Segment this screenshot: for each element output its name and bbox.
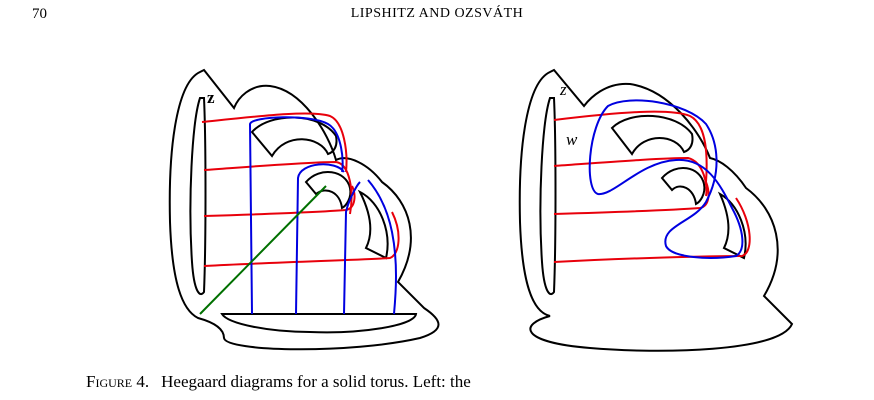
caption-text: Heegaard diagrams for a solid torus. Lef… bbox=[161, 372, 471, 391]
bottom-handle-slot bbox=[220, 313, 418, 334]
left-heegaard-diagram: z bbox=[160, 62, 460, 352]
alpha-curve-1 bbox=[201, 112, 348, 173]
right-crescent bbox=[357, 189, 389, 260]
surface-outline bbox=[518, 68, 794, 352]
right-basepoint-z: z bbox=[560, 80, 567, 99]
caption-label: Figure 4. bbox=[86, 372, 150, 391]
left-basepoint-z: z bbox=[207, 88, 215, 107]
alpha-curve-2 bbox=[553, 156, 708, 197]
right-diagram-svg bbox=[518, 68, 794, 352]
beta-curve-2 bbox=[295, 163, 345, 315]
upper-crescent bbox=[610, 115, 694, 156]
page-number: 70 bbox=[32, 6, 47, 22]
alpha-curve-2 bbox=[203, 160, 353, 215]
diagonal-arc bbox=[199, 185, 327, 315]
beta-curve-4 bbox=[367, 179, 397, 315]
right-basepoint-w: w bbox=[566, 130, 578, 149]
middle-crescent bbox=[660, 166, 706, 206]
beta-curve-1 bbox=[248, 116, 344, 315]
right-crescent bbox=[717, 191, 747, 260]
middle-crescent bbox=[304, 170, 352, 210]
upper-crescent bbox=[250, 116, 338, 158]
left-handle-slot bbox=[539, 97, 557, 296]
alpha-curve-4 bbox=[203, 211, 400, 267]
left-handle-slot bbox=[189, 97, 207, 296]
alpha-curve-3 bbox=[203, 185, 356, 217]
beta-curve-3 bbox=[343, 181, 361, 315]
right-heegaard-diagram: z w bbox=[510, 62, 810, 352]
figure-caption: Figure 4. Heegaard diagrams for a solid t… bbox=[86, 372, 471, 392]
running-head: LIPSHITZ AND OZSVÁTH bbox=[350, 6, 524, 21]
left-diagram-svg bbox=[168, 68, 440, 351]
beta-curve-1 bbox=[588, 99, 744, 259]
alpha-curve-4 bbox=[553, 197, 751, 263]
